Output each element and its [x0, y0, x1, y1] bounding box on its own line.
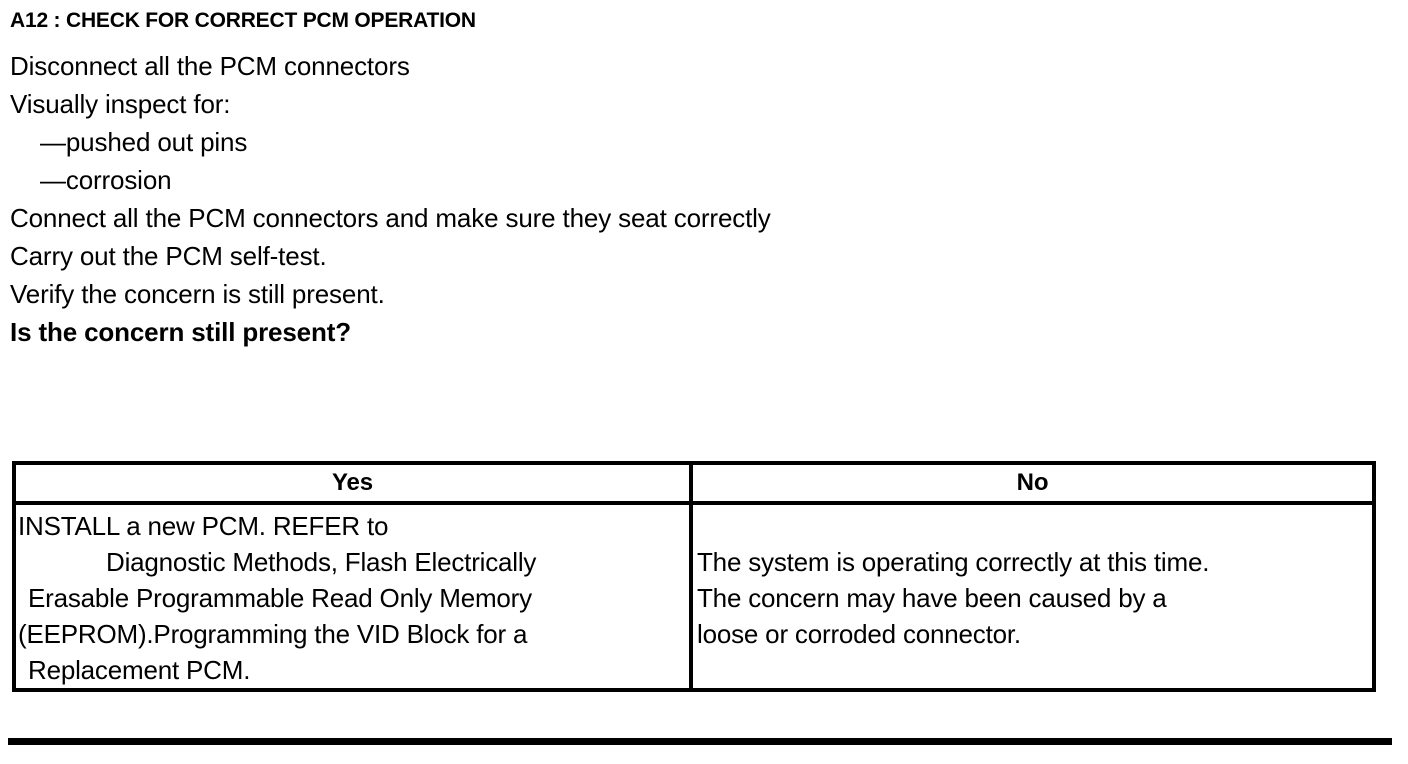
- table-cell-yes-action: INSTALL a new PCM. REFER to Diagnostic M…: [16, 505, 693, 692]
- footer-divider-rule: [8, 738, 1392, 745]
- yes-action-line-5: Replacement PCM.: [28, 655, 251, 685]
- no-action-line-2: The concern may have been caused by a: [697, 582, 1167, 613]
- instruction-line-visually-inspect: Visually inspect for:: [10, 89, 231, 119]
- yes-action-line-2: Diagnostic Methods, Flash Electrically: [106, 547, 537, 577]
- table-header-row: Yes No: [16, 465, 1372, 505]
- instruction-line-connect: Connect all the PCM connectors and make …: [10, 203, 771, 233]
- instruction-line-disconnect: Disconnect all the PCM connectors: [10, 51, 410, 81]
- decision-question: Is the concern still present?: [10, 317, 351, 347]
- instruction-bullet-corrosion: —corrosion: [40, 165, 172, 195]
- table-body-row: INSTALL a new PCM. REFER to Diagnostic M…: [16, 505, 1372, 692]
- table-header-no: No: [1016, 469, 1049, 496]
- instruction-line-self-test: Carry out the PCM self-test.: [10, 241, 327, 271]
- decision-table: Yes No INSTALL a new PCM. REFER to Diagn…: [12, 461, 1376, 692]
- yes-action-line-4: (EEPROM).Programming the VID Block for a: [18, 619, 528, 649]
- step-heading: A12 : CHECK FOR CORRECT PCM OPERATION: [10, 9, 476, 32]
- table-header-yes: Yes: [16, 465, 693, 501]
- instruction-line-verify: Verify the concern is still present.: [10, 279, 385, 309]
- no-action-line-1: The system is operating correctly at thi…: [697, 546, 1210, 577]
- no-action-line-3: loose or corroded connector.: [697, 618, 1021, 649]
- yes-action-line-3: Erasable Programmable Read Only Memory: [28, 583, 532, 613]
- instruction-bullet-pushed-out-pins: —pushed out pins: [40, 127, 248, 157]
- yes-action-line-1: INSTALL a new PCM. REFER to: [18, 511, 389, 541]
- table-cell-no-action: The system is operating correctly at thi…: [693, 505, 1372, 692]
- instruction-list: Disconnect all the PCM connectors Visual…: [10, 50, 1390, 354]
